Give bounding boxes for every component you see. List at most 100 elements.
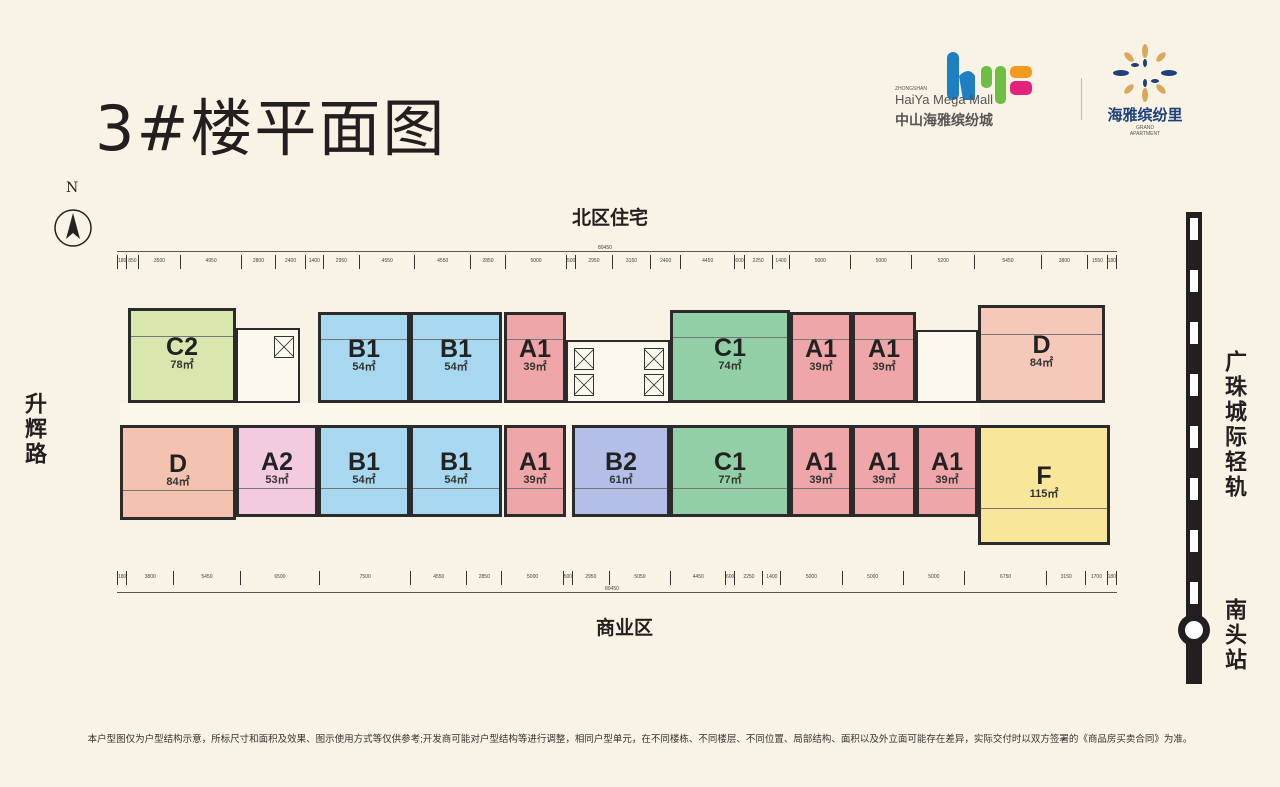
room-divider — [673, 488, 787, 490]
elevator-icon — [644, 374, 664, 396]
rail-tie — [1190, 426, 1198, 448]
elevator-icon — [274, 336, 294, 358]
dimension-label: 1400 — [306, 255, 324, 269]
page-title: 3#楼平面图 — [95, 92, 447, 165]
unit-area: 54㎡ — [444, 360, 468, 373]
dimension-label: 600 — [726, 571, 736, 585]
unit-code: A1 — [519, 448, 551, 477]
unit-code: A1 — [805, 448, 837, 477]
west-road-label: 升辉路 — [22, 392, 47, 467]
dimension-label: 5000 — [790, 255, 852, 269]
unit-code: A1 — [868, 448, 900, 477]
dimension-label: 600 — [735, 255, 745, 269]
room-divider — [507, 338, 563, 340]
dimension-label: 4950 — [181, 255, 242, 269]
dimension-label: 180 — [1108, 571, 1117, 585]
dimension-label: 5450 — [174, 571, 241, 585]
hyc-logo-mark-icon — [947, 52, 1032, 104]
dimension-label: 180 — [1108, 255, 1117, 269]
dimension-label: 2950 — [324, 255, 361, 269]
room-divider — [855, 338, 913, 340]
dimension-label: 3500 — [139, 255, 182, 269]
dimension-label: 500 — [567, 255, 577, 269]
north-arrow-icon — [54, 209, 92, 247]
dimension-label: 5000 — [904, 571, 965, 585]
dimension-label: 2950 — [576, 255, 613, 269]
dimension-label: 4450 — [681, 255, 736, 269]
north-label: 北区住宅 — [572, 208, 649, 229]
rail-tie — [1190, 530, 1198, 552]
bottom-total-dimension-line — [117, 592, 1117, 593]
dimension-label: 6500 — [241, 571, 321, 585]
dimension-label: 2250 — [735, 571, 764, 585]
compass-label: N — [66, 180, 79, 196]
sub-brand-cn: 海雅缤纷里 — [1107, 107, 1183, 124]
room-divider — [321, 338, 407, 340]
unit-code: B1 — [440, 334, 472, 363]
unit-area: 54㎡ — [352, 360, 376, 373]
dimension-label: 1550 — [1088, 255, 1108, 269]
dimension-label: 4550 — [360, 255, 416, 269]
dimension-label: 2950 — [573, 571, 610, 585]
unit-code: A1 — [805, 334, 837, 363]
elevator-lobby-center — [566, 340, 670, 403]
dimension-label: 850 — [127, 255, 139, 269]
dimension-label: 1700 — [1086, 571, 1108, 585]
unit-area: 39㎡ — [523, 360, 547, 373]
unit-code: A2 — [261, 448, 293, 477]
unit-area: 78㎡ — [170, 358, 194, 371]
room-divider — [919, 488, 975, 490]
unit-code: A1 — [519, 334, 551, 363]
unit-area: 84㎡ — [1029, 357, 1054, 370]
unit-area: 53㎡ — [265, 474, 289, 487]
unit-area: 74㎡ — [718, 359, 742, 372]
dimension-label: 3150 — [1047, 571, 1087, 585]
south-label: 商业区 — [596, 618, 654, 639]
unit-area: 54㎡ — [352, 474, 376, 487]
logo-caption: ZHONGSHAN — [895, 86, 927, 92]
dimension-label: 2400 — [276, 255, 306, 269]
unit-area: 61㎡ — [609, 474, 633, 487]
sub-brand-en-1: GRAND — [1135, 125, 1155, 131]
unit-area: 39㎡ — [809, 360, 833, 373]
unit-area: 84㎡ — [166, 475, 190, 488]
logo-brand-en: HaiYa Mega Mall — [895, 92, 994, 107]
unit-code: A1 — [931, 448, 963, 477]
sub-brand-en-2: APARTMENT — [1129, 131, 1161, 137]
unit-code: A1 — [868, 334, 900, 363]
dimension-label: 5000 — [781, 571, 843, 585]
room-divider — [123, 490, 233, 492]
unit-area: 39㎡ — [523, 474, 547, 487]
unit-area: 39㎡ — [809, 474, 833, 487]
rail-tie — [1190, 478, 1198, 500]
room-divider — [239, 488, 315, 490]
unit-code: C2 — [166, 332, 198, 361]
dimension-label: 1400 — [763, 571, 782, 585]
room-divider — [413, 338, 499, 340]
unit-code: D — [1032, 331, 1051, 360]
bottom-total-dimension: 80450 — [605, 586, 619, 592]
grand-apartment-logo: 海雅缤纷里 GRAND APARTMENT — [1100, 42, 1190, 147]
rail-tie — [1190, 322, 1198, 344]
dimension-label: 5200 — [912, 255, 976, 269]
firework-emblem-icon — [1113, 44, 1177, 102]
dimension-label: 4550 — [415, 255, 471, 269]
room-divider — [793, 338, 849, 340]
unit-code: F — [1036, 462, 1052, 491]
rail-tie — [1190, 270, 1198, 292]
top-total-dimension: 80450 — [598, 245, 612, 251]
dimension-label: 5000 — [506, 255, 567, 269]
